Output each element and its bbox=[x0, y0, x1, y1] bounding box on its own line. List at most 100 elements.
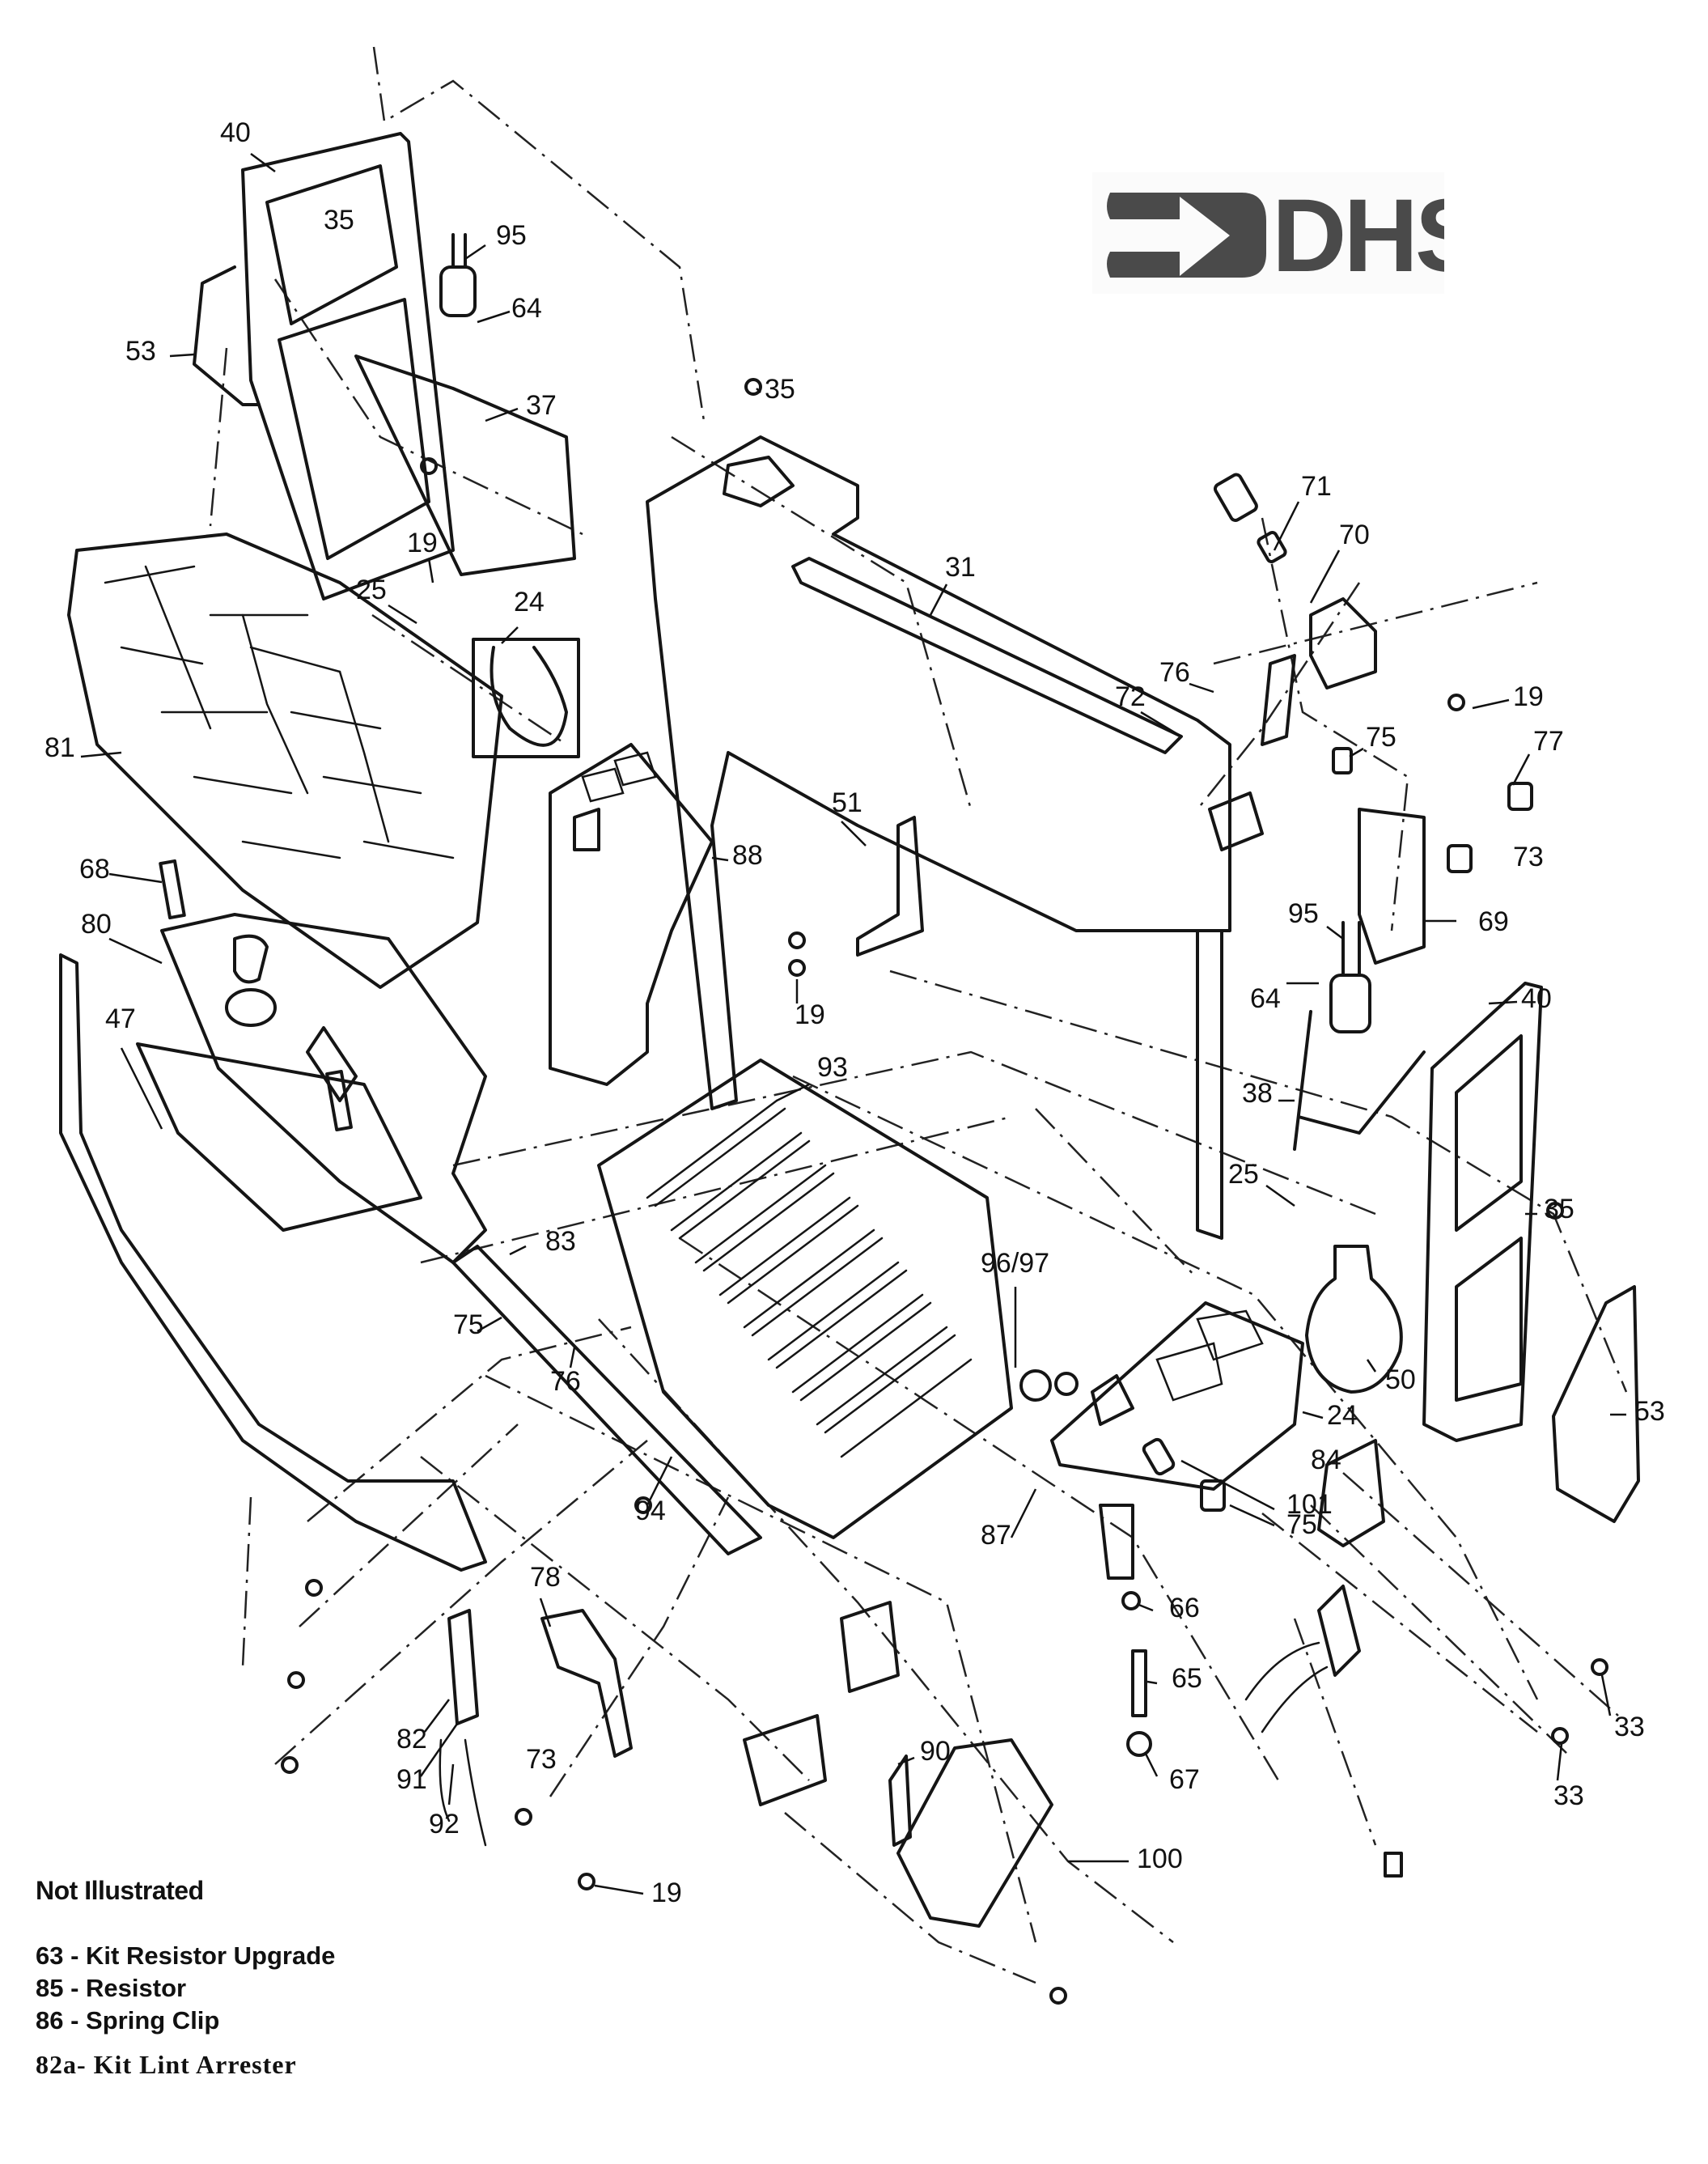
glass-panel-left bbox=[193, 265, 261, 406]
callout-label-78: 78 bbox=[530, 1562, 561, 1593]
callout-label-53: 53 bbox=[125, 336, 156, 367]
switch-84 bbox=[1317, 1439, 1385, 1547]
glass-panel-right bbox=[1552, 1285, 1640, 1523]
callout-leader-101 bbox=[1180, 1459, 1275, 1511]
callout-leader-67 bbox=[1143, 1751, 1159, 1777]
burner-plate bbox=[160, 913, 487, 1264]
callout-label-35b: 35 bbox=[765, 374, 795, 405]
callout-leader-93 bbox=[776, 1083, 810, 1102]
callout-leader-75b bbox=[477, 1316, 502, 1333]
callout-leader-75 bbox=[1349, 747, 1364, 758]
bracket-87 bbox=[1099, 1504, 1134, 1580]
callout-label-38: 38 bbox=[1242, 1078, 1273, 1109]
assembly-lines bbox=[209, 46, 1628, 1984]
callout-label-73: 73 bbox=[1513, 842, 1544, 872]
nut-67 bbox=[1126, 1731, 1152, 1757]
callout-leader-37 bbox=[485, 407, 519, 422]
callout-leader-53 bbox=[169, 353, 195, 358]
callout-label-87: 87 bbox=[981, 1520, 1011, 1551]
callout-label-24b: 24 bbox=[1327, 1400, 1358, 1431]
thermocouple-top bbox=[439, 233, 477, 317]
callout-leader-95b bbox=[1326, 926, 1344, 940]
callout-label-90: 90 bbox=[920, 1736, 951, 1767]
callout-label-53b: 53 bbox=[1634, 1396, 1665, 1427]
callout-label-75b: 75 bbox=[453, 1309, 484, 1340]
terminal-lower bbox=[1384, 1852, 1403, 1878]
callout-label-69: 69 bbox=[1478, 906, 1509, 937]
callout-label-76b: 76 bbox=[550, 1366, 581, 1397]
callout-label-25: 25 bbox=[356, 575, 387, 605]
nut-97 bbox=[1054, 1372, 1079, 1396]
bracket-90 bbox=[888, 1755, 912, 1847]
fitting-75c bbox=[1200, 1479, 1226, 1512]
callout-leader-71 bbox=[1273, 501, 1300, 551]
wiring bbox=[1244, 1641, 1329, 1733]
callout-leader-40 bbox=[250, 152, 276, 173]
bracket-lower-left bbox=[743, 1714, 827, 1806]
burner-tray bbox=[597, 1059, 1013, 1539]
callout-label-24: 24 bbox=[514, 587, 545, 617]
callout-label-101: 101 bbox=[1286, 1489, 1333, 1520]
not-illustrated-legend: Not Illustrated 63 - Kit Resistor Upgrad… bbox=[36, 1876, 335, 2081]
callout-label-19: 19 bbox=[407, 528, 438, 558]
callout-label-81: 81 bbox=[45, 732, 75, 763]
callout-leader-95 bbox=[464, 244, 486, 261]
callout-label-92: 92 bbox=[429, 1809, 460, 1839]
callout-leader-66 bbox=[1136, 1602, 1154, 1612]
callout-label-40: 40 bbox=[220, 117, 251, 148]
callout-label-64: 64 bbox=[511, 293, 542, 324]
fitting-75 bbox=[1332, 747, 1353, 774]
callout-label-73b: 73 bbox=[526, 1744, 557, 1775]
dhs-logo: DHS bbox=[1092, 172, 1484, 294]
callout-leader-70 bbox=[1309, 549, 1341, 604]
pin-68 bbox=[159, 859, 186, 920]
shield-100 bbox=[896, 1738, 1053, 1928]
callout-label-66: 66 bbox=[1169, 1593, 1200, 1623]
callout-label-35c: 35 bbox=[1544, 1194, 1574, 1224]
bracket-lower-right bbox=[840, 1601, 900, 1693]
bracket-69 bbox=[1358, 808, 1426, 965]
callout-leader-24b bbox=[1302, 1411, 1324, 1419]
door-frame-right bbox=[1422, 982, 1543, 1442]
callout-leader-24 bbox=[501, 626, 519, 644]
legend-item-82a: 82a- Kit Lint Arrester bbox=[36, 2050, 297, 2079]
callout-label-94: 94 bbox=[635, 1496, 666, 1526]
callout-leader-33 bbox=[1600, 1674, 1612, 1716]
baffle-plate bbox=[549, 743, 714, 1086]
callout-leader-65 bbox=[1146, 1680, 1158, 1685]
callout-label-80: 80 bbox=[81, 909, 112, 940]
callout-label-33b: 33 bbox=[1553, 1780, 1584, 1811]
connector-assembly bbox=[1317, 1585, 1361, 1677]
callout-leader-91 bbox=[419, 1723, 459, 1777]
callout-label-67: 67 bbox=[1169, 1764, 1200, 1795]
heat-exchanger-panel bbox=[646, 435, 1264, 1240]
bracket-51 bbox=[856, 816, 924, 957]
callout-label-77: 77 bbox=[1533, 726, 1564, 757]
callout-label-33: 33 bbox=[1614, 1712, 1645, 1742]
callout-leader-35b bbox=[756, 388, 761, 393]
callout-leader-68 bbox=[108, 872, 163, 884]
gas-valve-assembly bbox=[1213, 473, 1377, 746]
legend-item-85: 85 - Resistor bbox=[36, 1974, 187, 2002]
callout-label-35: 35 bbox=[324, 205, 354, 235]
callout-leader-90 bbox=[897, 1756, 915, 1766]
callout-label-95: 95 bbox=[496, 220, 527, 251]
callout-label-100: 100 bbox=[1137, 1844, 1183, 1874]
callout-leader-94 bbox=[646, 1456, 673, 1506]
callout-label-88: 88 bbox=[732, 840, 763, 871]
callout-label-65: 65 bbox=[1172, 1663, 1202, 1694]
callout-label-68: 68 bbox=[79, 854, 110, 885]
callout-label-51: 51 bbox=[832, 787, 862, 818]
callout-label-71: 71 bbox=[1301, 471, 1332, 502]
callout-label-76: 76 bbox=[1159, 657, 1190, 688]
callout-label-47: 47 bbox=[105, 1004, 136, 1034]
callout-leader-47 bbox=[120, 1047, 163, 1130]
callout-leader-19b bbox=[1472, 698, 1510, 710]
pin-68b bbox=[325, 1069, 353, 1132]
front-trim bbox=[59, 953, 487, 1572]
callout-label-31: 31 bbox=[945, 552, 976, 583]
callout-label-64b: 64 bbox=[1250, 983, 1281, 1014]
igniter-82 bbox=[447, 1609, 479, 1725]
callout-leader-40b bbox=[1488, 1000, 1518, 1005]
callout-label-40b: 40 bbox=[1521, 983, 1552, 1014]
